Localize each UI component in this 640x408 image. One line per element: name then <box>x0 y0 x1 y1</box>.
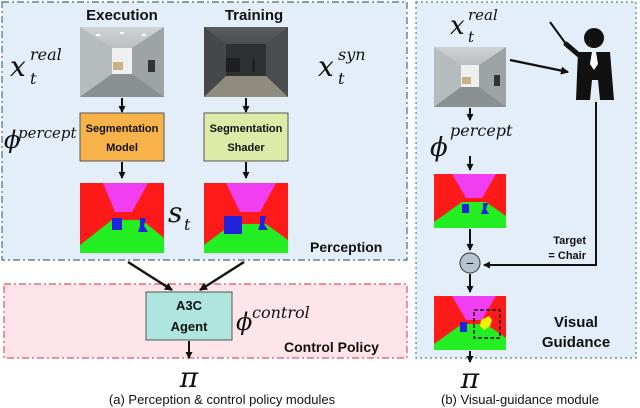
training-header: Training <box>225 7 283 24</box>
arrow-segsyn-to-agent <box>199 260 245 292</box>
svg-text:x: x <box>450 11 465 41</box>
phi-percept-label: ϕ percept <box>4 124 78 154</box>
guided-segmentation-map <box>434 296 506 350</box>
svg-text:ϕ: ϕ <box>4 126 20 154</box>
agent-line1: A3C <box>176 298 203 313</box>
control-policy-label: Control Policy <box>284 339 379 355</box>
segmentation-map-syn <box>204 183 288 253</box>
segmentation-map-real <box>80 183 164 253</box>
svg-text:s: s <box>168 196 182 229</box>
segmentation-model-box <box>79 112 165 162</box>
s-t-label: s t <box>168 196 191 234</box>
svg-text:t: t <box>338 69 345 88</box>
target-feedback-line <box>483 102 597 269</box>
caption-left: (a) Perception & control policy modules <box>109 392 336 407</box>
subtract-node <box>459 252 481 274</box>
svg-text:percept: percept <box>450 121 513 140</box>
real-corridor-image-right <box>434 47 506 107</box>
visual-guidance-line2: Guidance <box>542 334 610 351</box>
seg-shader-line2: Shader <box>227 142 265 154</box>
svg-text:ϕ: ϕ <box>430 133 448 163</box>
arrow-segreal-to-agent <box>127 260 173 292</box>
synthetic-scene-image <box>204 27 288 97</box>
seg-shader-line1: Segmentation <box>210 123 283 135</box>
svg-text:x: x <box>10 50 26 83</box>
x-real-label-right: x real t <box>450 6 498 46</box>
x-syn-label: x syn t <box>318 45 366 88</box>
svg-text:ϕ: ϕ <box>236 308 252 336</box>
svg-text:x: x <box>318 50 334 83</box>
svg-text:real: real <box>468 6 498 24</box>
segmentation-map-right <box>434 174 506 228</box>
visual-guidance-line1: Visual <box>554 314 598 331</box>
svg-text:control: control <box>252 303 310 322</box>
human-instructor-icon <box>549 21 614 100</box>
seg-model-line1: Segmentation <box>86 123 159 135</box>
svg-text:percept: percept <box>18 124 78 142</box>
perception-label: Perception <box>310 239 382 255</box>
a3c-agent-box <box>145 291 233 341</box>
pi-right: π <box>460 362 480 395</box>
segmentation-shader-box <box>203 112 289 162</box>
phi-percept-label-right: ϕ percept <box>430 121 513 163</box>
caption-right: (b) Visual-guidance module <box>441 392 599 407</box>
target-line1: Target <box>553 235 586 247</box>
svg-text:syn: syn <box>338 45 366 64</box>
execution-header: Execution <box>86 7 158 24</box>
svg-text:t: t <box>30 69 37 88</box>
agent-line2: Agent <box>171 319 209 334</box>
x-real-label: x real t <box>10 45 62 88</box>
seg-model-line2: Model <box>106 142 138 154</box>
target-highlight-box <box>473 309 501 339</box>
arrow-image-to-human <box>509 58 569 75</box>
svg-text:t: t <box>468 28 475 46</box>
svg-text:real: real <box>30 45 62 64</box>
target-line2: = Chair <box>548 250 586 262</box>
minus-symbol: − <box>466 255 474 271</box>
pi-left: π <box>179 361 199 394</box>
real-corridor-image <box>80 27 164 97</box>
phi-control-label: ϕ control <box>236 303 310 336</box>
svg-text:t: t <box>184 215 191 234</box>
